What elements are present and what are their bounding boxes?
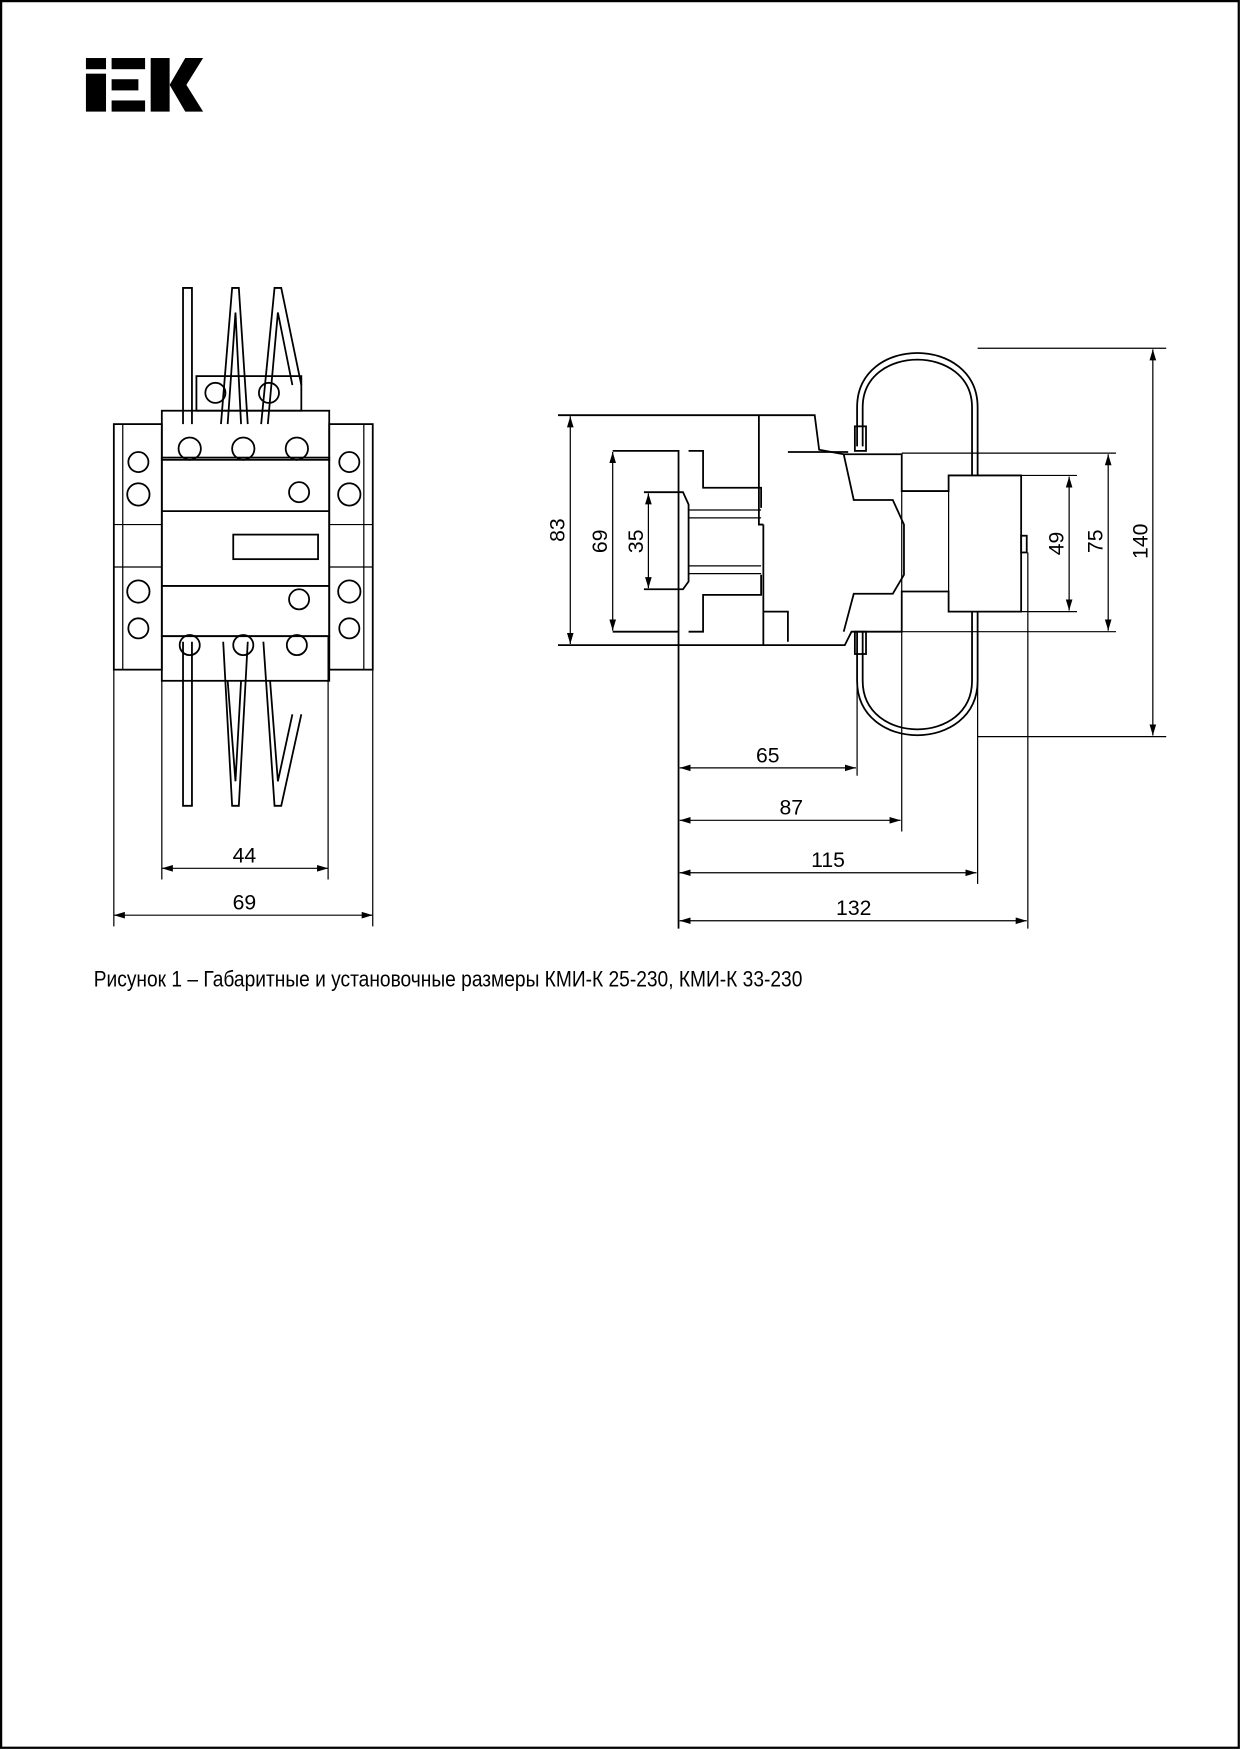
dim-label-140: 140 [1129, 524, 1152, 559]
dim-label-132: 132 [836, 897, 871, 920]
bottom-connection-wires [160, 634, 331, 807]
dim-label-115: 115 [811, 849, 845, 872]
front-view: 44 69 [112, 287, 374, 927]
dim-label-69-front: 69 [233, 892, 257, 915]
dim-label-83: 83 [547, 518, 570, 542]
indicator-window [232, 533, 319, 561]
top-lead-loop [853, 352, 979, 476]
bottom-lead-loop [853, 611, 979, 736]
dim-label-65: 65 [756, 744, 780, 767]
iek-logo [85, 58, 204, 112]
dim-label-75: 75 [1085, 530, 1108, 554]
dim-label-69-side: 69 [589, 530, 612, 554]
dim-label-49: 49 [1046, 532, 1069, 556]
right-auxiliary-block [328, 423, 374, 671]
top-connection-wires [182, 287, 303, 425]
side-view: 83 69 35 49 75 140 65 87 115 132 [547, 347, 1167, 929]
dim-label-87: 87 [779, 797, 803, 820]
figure-caption: Рисунок 1 – Габаритные и установочные ра… [94, 967, 803, 992]
dim-label-35: 35 [625, 530, 648, 554]
dim-label-44: 44 [233, 845, 257, 868]
left-auxiliary-block [112, 423, 163, 671]
